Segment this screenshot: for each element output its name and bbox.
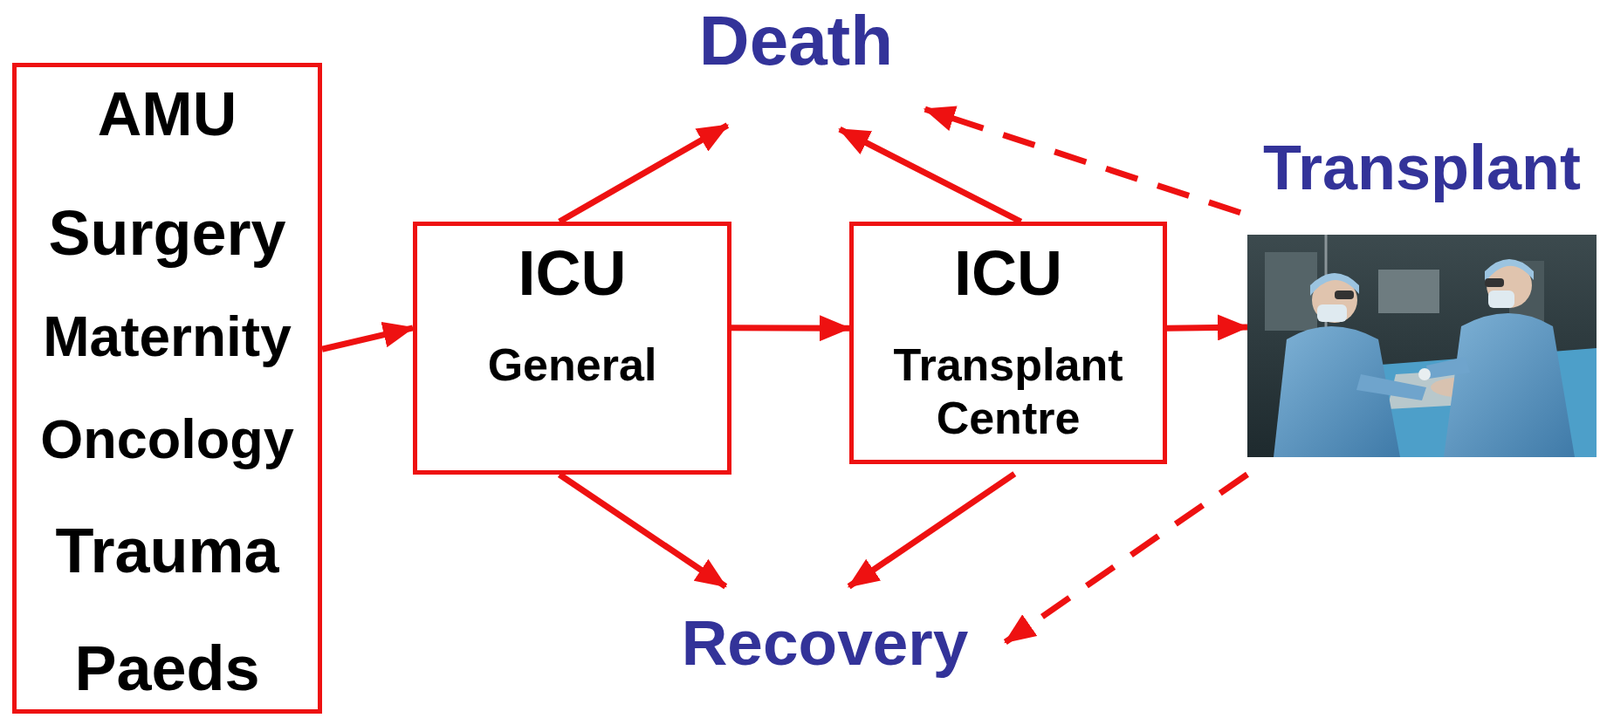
box-heading: ICU [853, 241, 1163, 305]
dashed-arrow [1005, 474, 1248, 643]
outcome-text: Transplant [1247, 136, 1597, 200]
flow-arrow [559, 474, 726, 587]
outcome-text: Recovery [681, 611, 969, 675]
box-text: Oncology [16, 412, 318, 467]
box-text: Paeds [16, 637, 318, 701]
process-box: ICU Transplant Centre [849, 221, 1168, 465]
box-text: Transplant Centre [881, 338, 1135, 447]
flow-arrow [731, 324, 850, 332]
box-heading: ICU [417, 241, 728, 305]
outcome-text: Death [699, 6, 893, 76]
box-text: Surgery [16, 201, 318, 265]
flow-arrow [1167, 327, 1248, 329]
process-box: AMU SurgeryMaternityOncologyTraumaPaeds [12, 62, 323, 715]
dashed-arrow [925, 109, 1241, 213]
process-box: ICU General [412, 221, 732, 475]
box-heading: AMU [16, 83, 318, 145]
outcome-label: Death [692, 0, 900, 82]
box-text: Trauma [16, 519, 318, 583]
flow-arrow [322, 328, 413, 350]
flow-arrow [839, 129, 1022, 222]
flow-arrow [849, 473, 1016, 587]
box-text: General [417, 342, 728, 388]
box-text: Maternity [16, 309, 318, 365]
outcome-photo: Transplant [1247, 130, 1597, 459]
flow-arrow [559, 125, 728, 222]
surgery-photo [1247, 234, 1597, 458]
outcome-label: Recovery [674, 605, 976, 680]
